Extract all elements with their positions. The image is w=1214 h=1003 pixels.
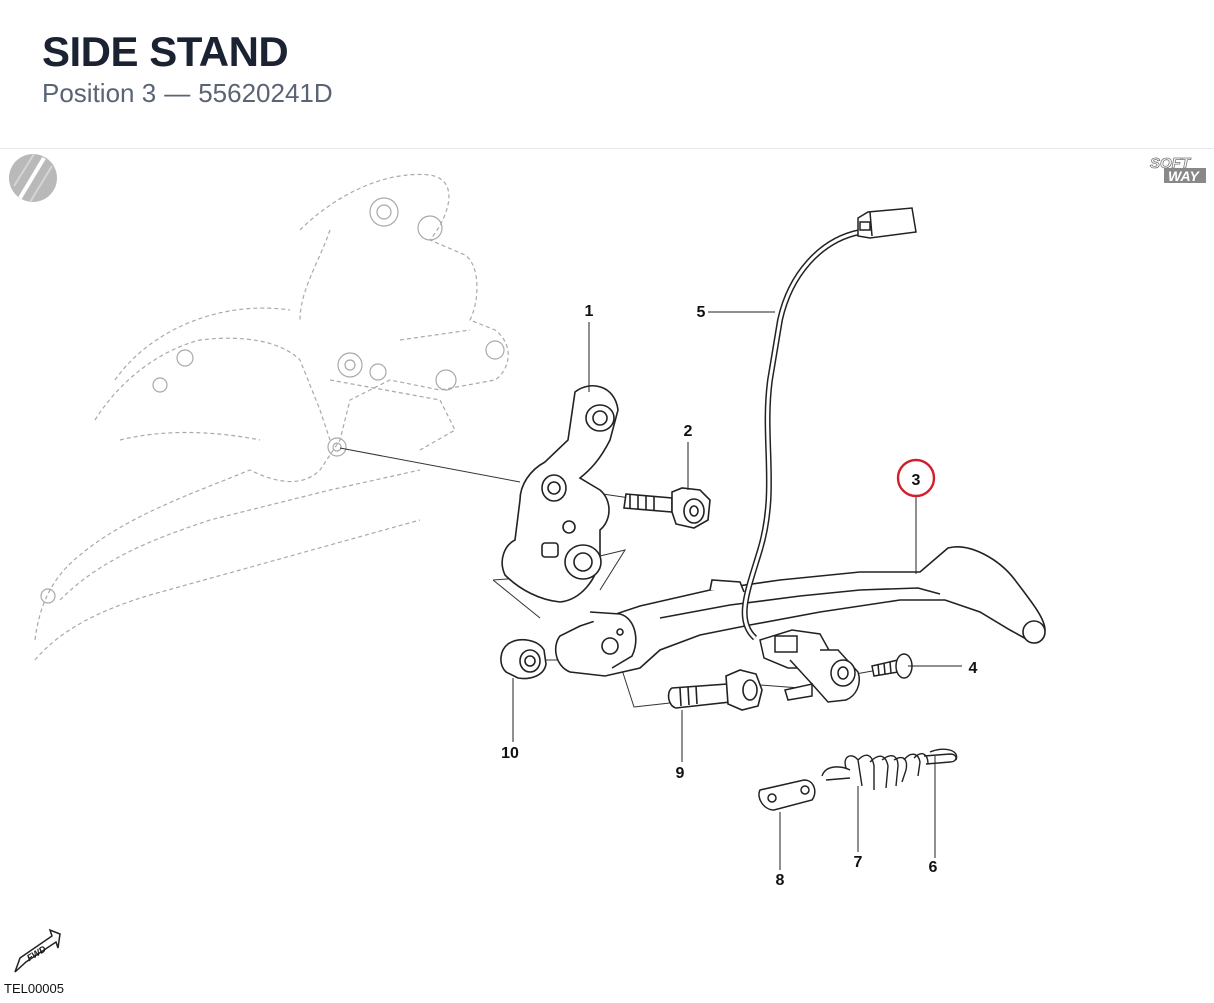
part-1-bracket (501, 384, 619, 603)
callout-4[interactable]: 4 (969, 660, 978, 677)
callout-9[interactable]: 9 (676, 765, 685, 782)
part-10-bush (500, 638, 547, 680)
part-7-spring (821, 754, 908, 790)
brand-text-bottom: WAY (1168, 168, 1201, 184)
page-title: SIDE STAND (42, 28, 289, 75)
position-label: Position 3 (42, 78, 157, 108)
part-4-screw (871, 653, 913, 679)
callout-3[interactable]: 3 (912, 472, 921, 489)
part-5-sensor-cable (741, 207, 917, 703)
subtitle-separator: — (164, 78, 191, 108)
callout-6[interactable]: 6 (929, 859, 938, 876)
page-subtitle: Position 3—55620241D (42, 78, 333, 109)
logo-disc-icon (9, 153, 57, 203)
leader-lines (512, 311, 962, 870)
callout-2[interactable]: 2 (684, 423, 693, 440)
callout-7[interactable]: 7 (854, 854, 863, 871)
callout-10[interactable]: 10 (501, 745, 519, 762)
part-6-spring (903, 748, 958, 777)
softway-logo: SOFT WAY (1150, 155, 1206, 184)
exploded-parts-diagram: SOFT WAY (9, 153, 1206, 973)
part-9-pivot-bolt (667, 669, 763, 711)
drawing-reference-code: TEL00005 (4, 981, 64, 996)
callout-5[interactable]: 5 (697, 304, 706, 321)
callout-labels: 1 2 3 4 5 6 7 8 9 10 (501, 303, 977, 889)
engine-case-outline (34, 173, 509, 661)
callout-3-highlight (896, 458, 936, 498)
fwd-arrow-icon: FWD (14, 928, 61, 973)
part-3-side-stand-leg (554, 546, 1046, 677)
part-number: 55620241D (198, 78, 333, 108)
header: SIDE STAND Position 3—55620241D (0, 0, 1214, 149)
part-8-spring-plate (758, 779, 816, 811)
part-2-bolt (623, 487, 711, 529)
brand-text-top: SOFT (1150, 155, 1192, 172)
engine-case-bosses (40, 197, 505, 604)
callout-1[interactable]: 1 (585, 303, 594, 320)
callout-8[interactable]: 8 (776, 872, 785, 889)
